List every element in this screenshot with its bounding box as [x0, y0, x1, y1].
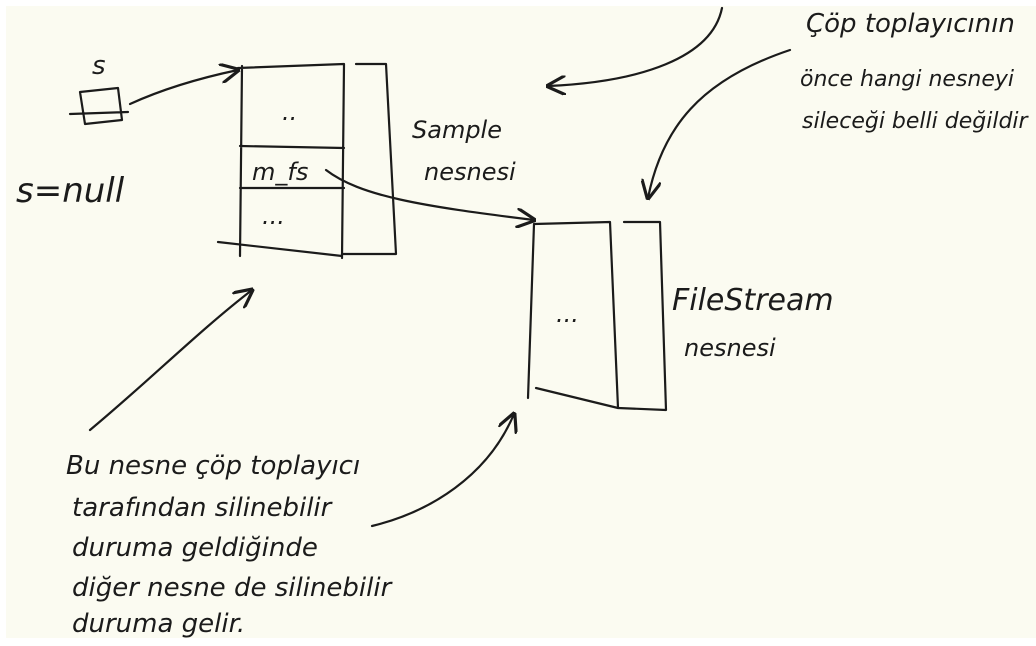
arrow-gc-to-filestream — [648, 48, 792, 198]
sample-object-side — [340, 62, 398, 256]
sample-object-outline — [216, 62, 346, 260]
sample-cell-mfs: m_fs — [252, 158, 308, 186]
variable-s: s s=null — [16, 51, 130, 211]
bottom-note-line-4: diğer nesne de silinebilir — [72, 573, 394, 603]
gc-note: Çöp toplayıcının önce hangi nesneyi sile… — [800, 9, 1030, 134]
filestream-label-line1: FileStream — [672, 283, 834, 318]
arrow-top-curve — [548, 6, 724, 86]
filestream-object: ... FileStream nesnesi — [526, 220, 834, 412]
filestream-object-side — [616, 220, 668, 412]
gc-note-line-1: Çöp toplayıcının — [806, 9, 1015, 39]
sample-label-line1: Sample — [412, 116, 502, 144]
bottom-note-line-5: duruma gelir. — [72, 609, 245, 639]
sample-label-line2: nesnesi — [424, 158, 516, 186]
arrow-mfs-to-filestream — [324, 168, 534, 220]
paper-background — [6, 6, 1036, 638]
bottom-note-line-1: Bu nesne çöp toplayıcı — [66, 451, 360, 481]
sample-cell-dots-top: .. — [282, 98, 297, 126]
filestream-label-line2: nesnesi — [684, 334, 776, 362]
filestream-object-outline — [526, 220, 620, 410]
s-null-assignment: s=null — [16, 171, 125, 211]
filestream-cell-dots: ... — [556, 300, 579, 328]
variable-s-box — [68, 86, 130, 126]
gc-note-line-2: önce hangi nesneyi — [800, 67, 1014, 92]
arrow-note-to-sample — [88, 290, 252, 432]
gc-note-line-3: sileceği belli değildir — [802, 109, 1030, 134]
variable-s-label: s — [92, 51, 106, 81]
sample-object: .. m_fs ... Sample nesnesi — [216, 62, 516, 260]
sample-cell-dots-bottom: ... — [262, 202, 285, 230]
arrow-s-to-sample — [128, 70, 238, 106]
arrow-note-to-filestream — [370, 414, 514, 528]
bottom-note: Bu nesne çöp toplayıcı tarafından siline… — [66, 451, 394, 639]
bottom-note-line-3: duruma geldiğinde — [72, 533, 318, 563]
bottom-note-line-2: tarafından silinebilir — [72, 493, 334, 523]
